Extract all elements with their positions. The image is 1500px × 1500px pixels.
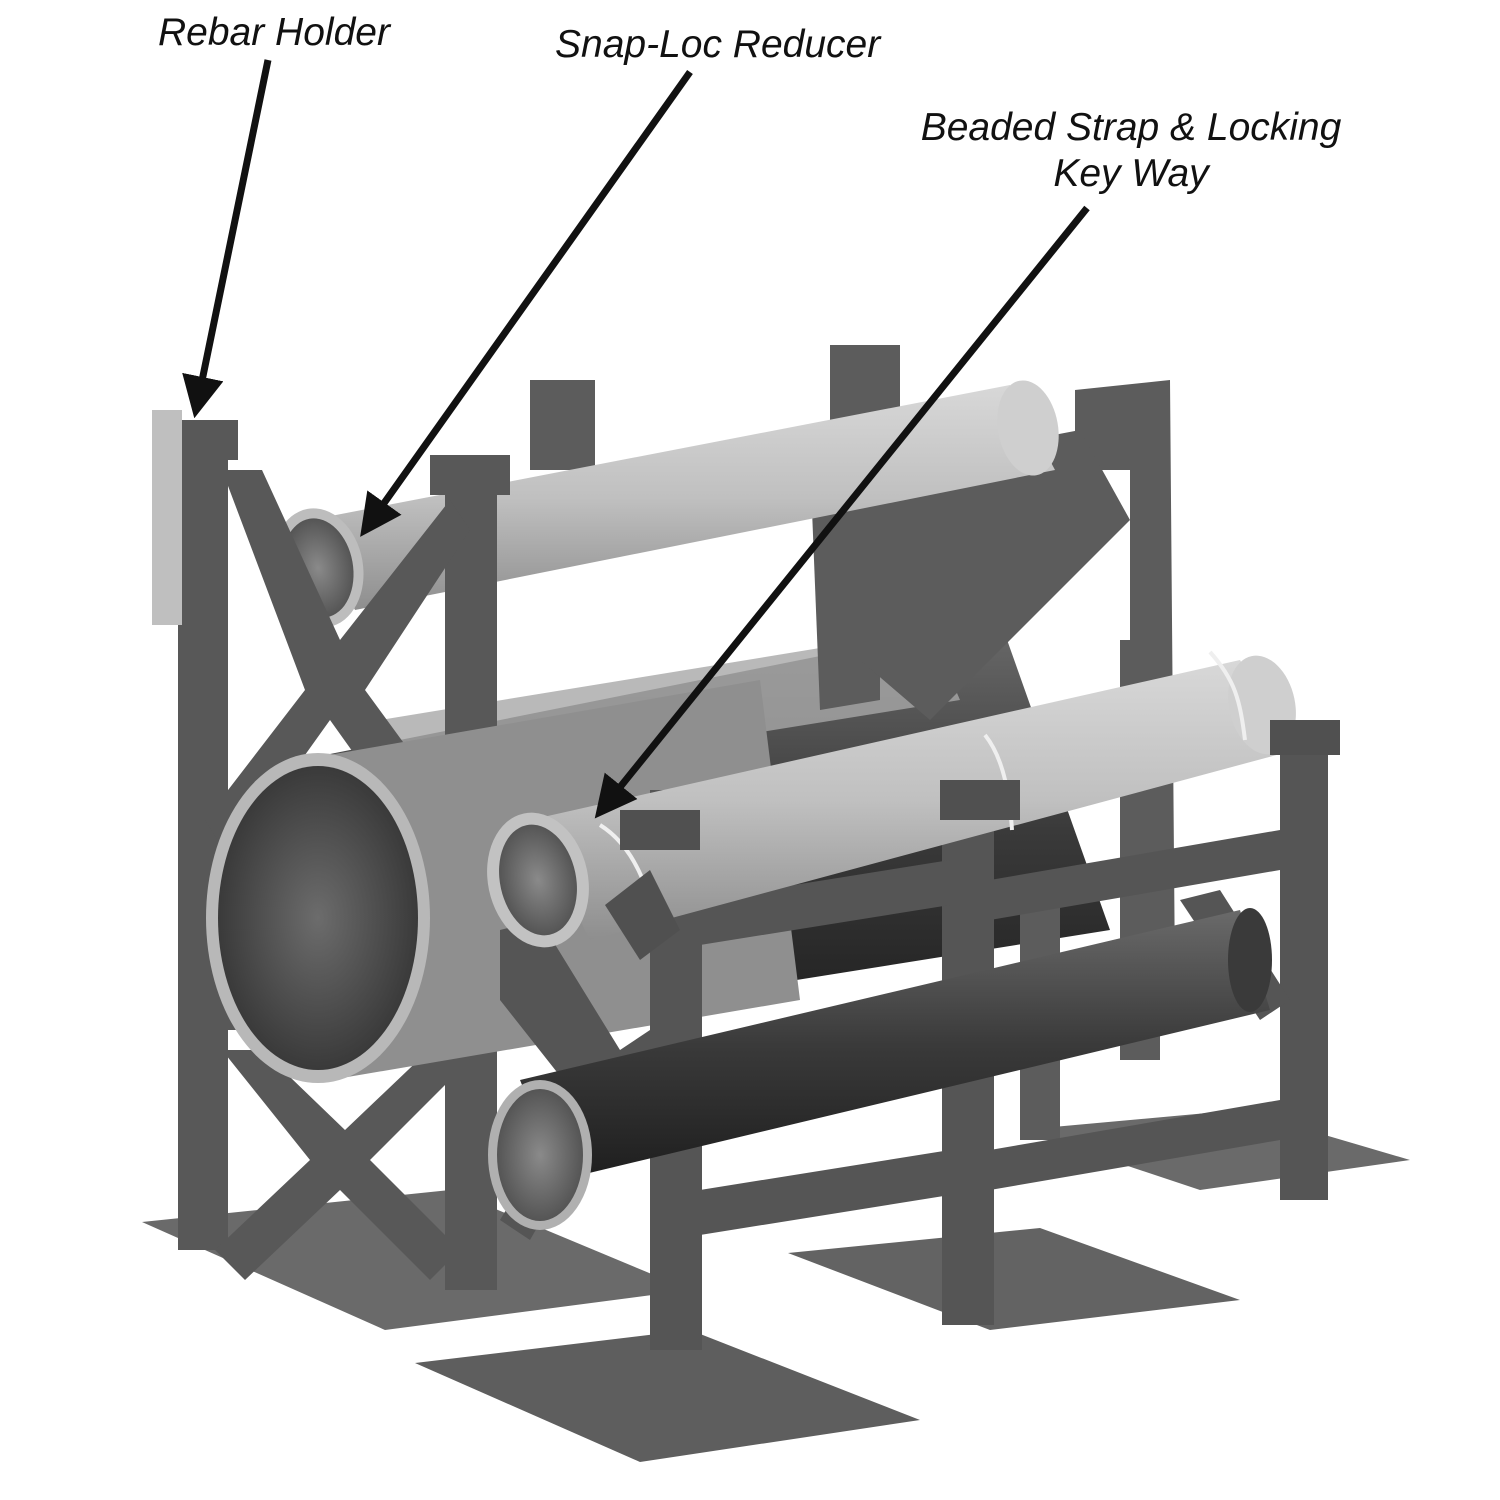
callout-arrows xyxy=(182,59,1090,819)
snap-loc-reducer-arrow xyxy=(360,69,693,537)
small-bottom-pipe xyxy=(488,1080,592,1230)
rebar-holder-plate xyxy=(152,410,182,625)
beaded-strap-arrow xyxy=(594,205,1090,819)
lower-dark-pipe xyxy=(520,908,1272,1180)
front-middle-pipe xyxy=(487,650,1296,948)
front-left-frame xyxy=(168,420,510,1290)
beaded-strap-label: Beaded Strap & Locking Key Way xyxy=(900,105,1362,197)
rebar-holder-arrow xyxy=(182,59,272,419)
beaded-strap-label-line1: Beaded Strap & Locking xyxy=(920,106,1342,149)
snap-loc-reducer-label: Snap-Loc Reducer xyxy=(555,23,881,66)
beaded-strap-label-line2: Key Way xyxy=(1053,152,1209,195)
rebar-holder-label: Rebar Holder xyxy=(158,11,390,54)
